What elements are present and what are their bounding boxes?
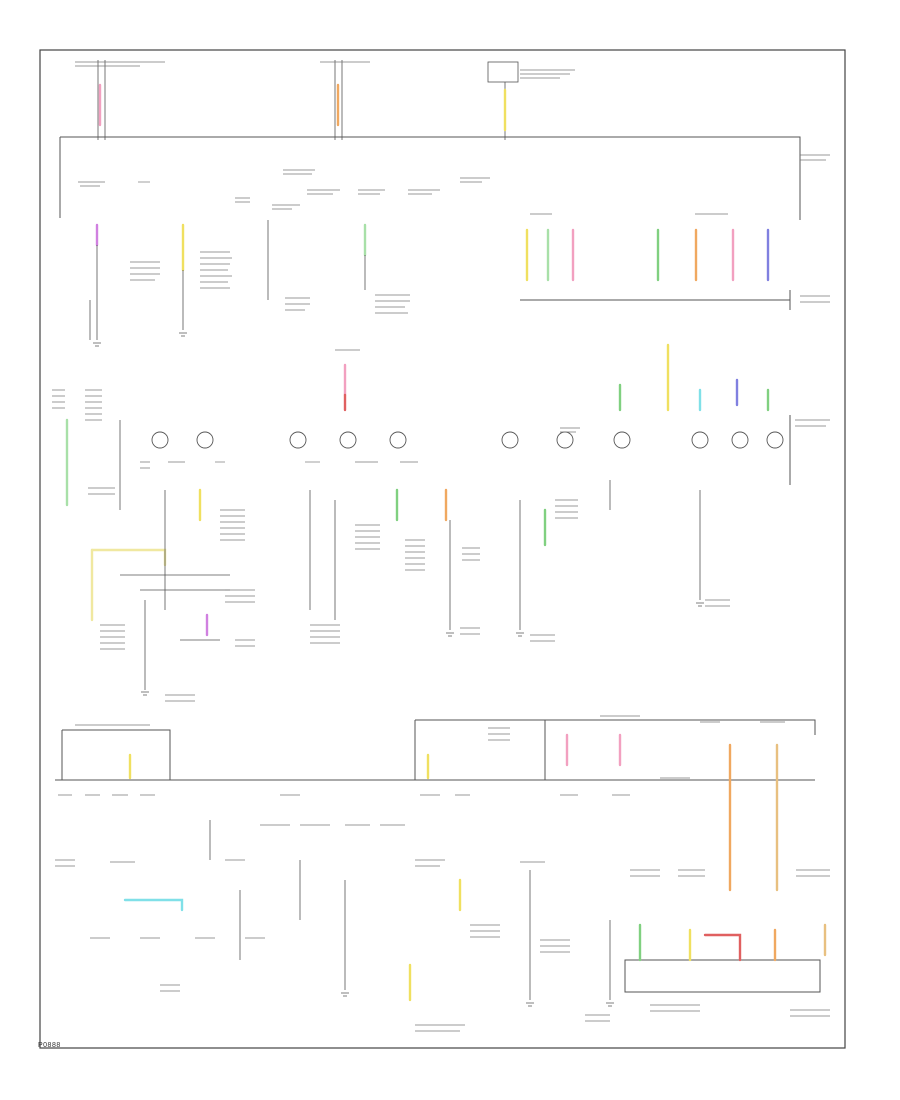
ground-symbols bbox=[93, 332, 704, 1007]
indicator-lamp bbox=[691, 431, 709, 449]
indicator-lamp bbox=[556, 431, 574, 449]
indicator-lamp bbox=[151, 431, 169, 449]
circuit-branches bbox=[89, 220, 701, 1000]
indicator-lamp bbox=[613, 431, 631, 449]
indicator-lamp bbox=[501, 431, 519, 449]
indicator-lamp bbox=[339, 431, 357, 449]
indicator-lamp bbox=[196, 431, 214, 449]
diagram-frame bbox=[39, 49, 846, 1049]
bus-lines bbox=[55, 136, 821, 993]
colored-wires bbox=[65, 83, 827, 1002]
label-blocks bbox=[52, 61, 830, 1032]
indicator-lamp bbox=[289, 431, 307, 449]
diagram-code: P0888 bbox=[38, 1042, 61, 1049]
top-connectors bbox=[97, 60, 519, 140]
indicator-lamp bbox=[731, 431, 749, 449]
indicator-lamps bbox=[151, 431, 784, 449]
indicator-lamp bbox=[766, 431, 784, 449]
indicator-lamp bbox=[389, 431, 407, 449]
